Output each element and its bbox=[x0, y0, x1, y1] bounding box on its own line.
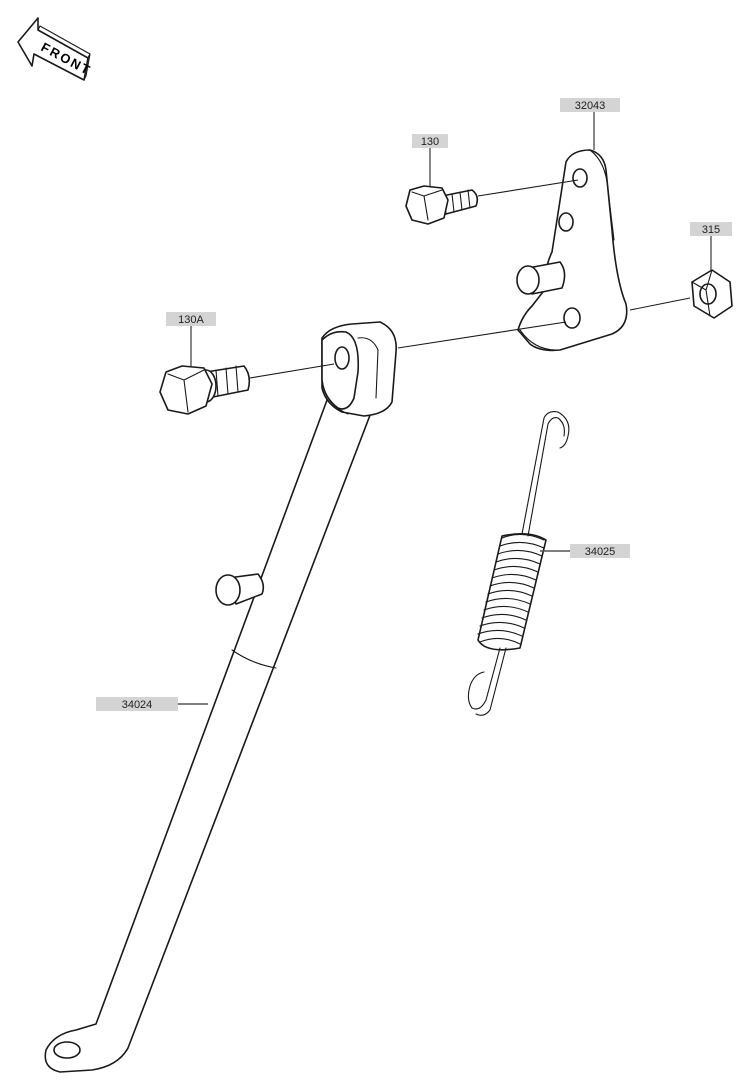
nut-315 bbox=[691, 269, 733, 319]
spring-34025 bbox=[467, 411, 570, 716]
callout-label-130a: 130A bbox=[178, 314, 204, 326]
spring-coils bbox=[477, 532, 547, 651]
callout-34025: 34025 bbox=[540, 544, 630, 558]
stand-bracket bbox=[516, 149, 628, 352]
callout-label-34024: 34024 bbox=[122, 699, 153, 711]
callout-130a: 130A bbox=[166, 312, 216, 366]
callout-130: 130 bbox=[412, 134, 448, 186]
bolt-130 bbox=[405, 185, 479, 225]
bolt-130a bbox=[159, 365, 251, 415]
assembly-center-lines bbox=[249, 179, 691, 379]
callout-label-130: 130 bbox=[421, 136, 439, 148]
front-direction-marker: FRONT bbox=[17, 17, 94, 81]
front-arrow-icon bbox=[17, 17, 89, 81]
side-stand bbox=[44, 321, 397, 1073]
callout-label-32043: 32043 bbox=[575, 100, 606, 112]
callout-34024: 34024 bbox=[96, 697, 208, 711]
callout-label-315: 315 bbox=[702, 224, 720, 236]
callout-label-34025: 34025 bbox=[585, 546, 616, 558]
callout-315: 315 bbox=[690, 222, 732, 270]
callout-32043: 32043 bbox=[560, 98, 620, 150]
